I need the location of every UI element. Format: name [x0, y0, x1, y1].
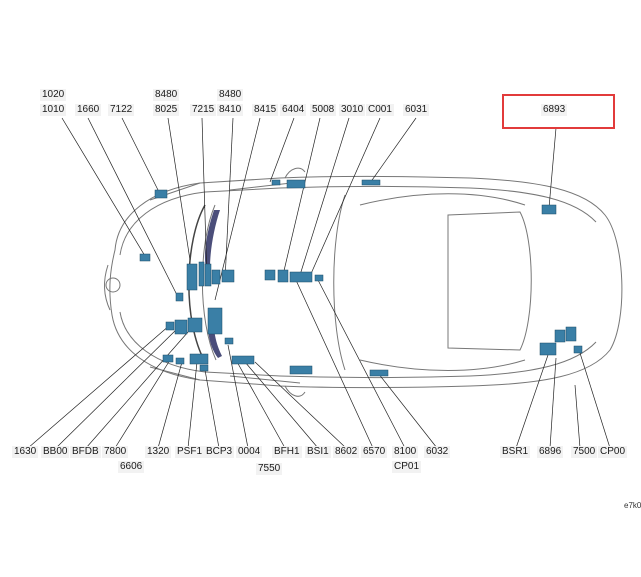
- label-bfh1: BFH1: [272, 446, 302, 458]
- label-7215: 7215: [190, 104, 217, 116]
- label-0004: 0004: [236, 446, 263, 458]
- label-6031: 6031: [403, 104, 430, 116]
- label-8410: 8410: [217, 104, 244, 116]
- label-1010: 1010: [40, 104, 67, 116]
- figure-code: e7k0: [624, 501, 641, 510]
- leader-lines: [27, 117, 611, 449]
- label-8480-a: 8480: [153, 89, 180, 101]
- components: [139, 179, 583, 377]
- label-8480-b: 8480: [217, 89, 244, 101]
- label-5008: 5008: [310, 104, 337, 116]
- label-cp01: CP01: [392, 461, 422, 473]
- label-7500: 7500: [571, 446, 598, 458]
- label-6570: 6570: [361, 446, 388, 458]
- label-bb00: BB00: [41, 446, 70, 458]
- label-6893: 6893: [541, 104, 568, 116]
- label-8100: 8100: [392, 446, 419, 458]
- label-1020: 1020: [40, 89, 67, 101]
- label-7550: 7550: [256, 463, 283, 475]
- label-1660: 1660: [75, 104, 102, 116]
- label-6896: 6896: [537, 446, 564, 458]
- label-7122: 7122: [108, 104, 135, 116]
- label-8025: 8025: [153, 104, 180, 116]
- label-8415: 8415: [252, 104, 279, 116]
- label-1630: 1630: [12, 446, 39, 458]
- label-7800: 7800: [102, 446, 129, 458]
- label-bcp3: BCP3: [204, 446, 235, 458]
- label-3010: 3010: [339, 104, 366, 116]
- label-bfdb: BFDB: [70, 446, 101, 458]
- label-6032: 6032: [424, 446, 451, 458]
- label-8602: 8602: [333, 446, 360, 458]
- label-bsr1: BSR1: [500, 446, 531, 458]
- label-1320: 1320: [145, 446, 172, 458]
- highlight-box: [502, 94, 615, 129]
- label-psf1: PSF1: [175, 446, 205, 458]
- label-bsi1: BSI1: [305, 446, 331, 458]
- label-6404: 6404: [280, 104, 307, 116]
- label-c001: C001: [366, 104, 394, 116]
- label-cp00: CP00: [598, 446, 628, 458]
- label-6606: 6606: [118, 461, 145, 473]
